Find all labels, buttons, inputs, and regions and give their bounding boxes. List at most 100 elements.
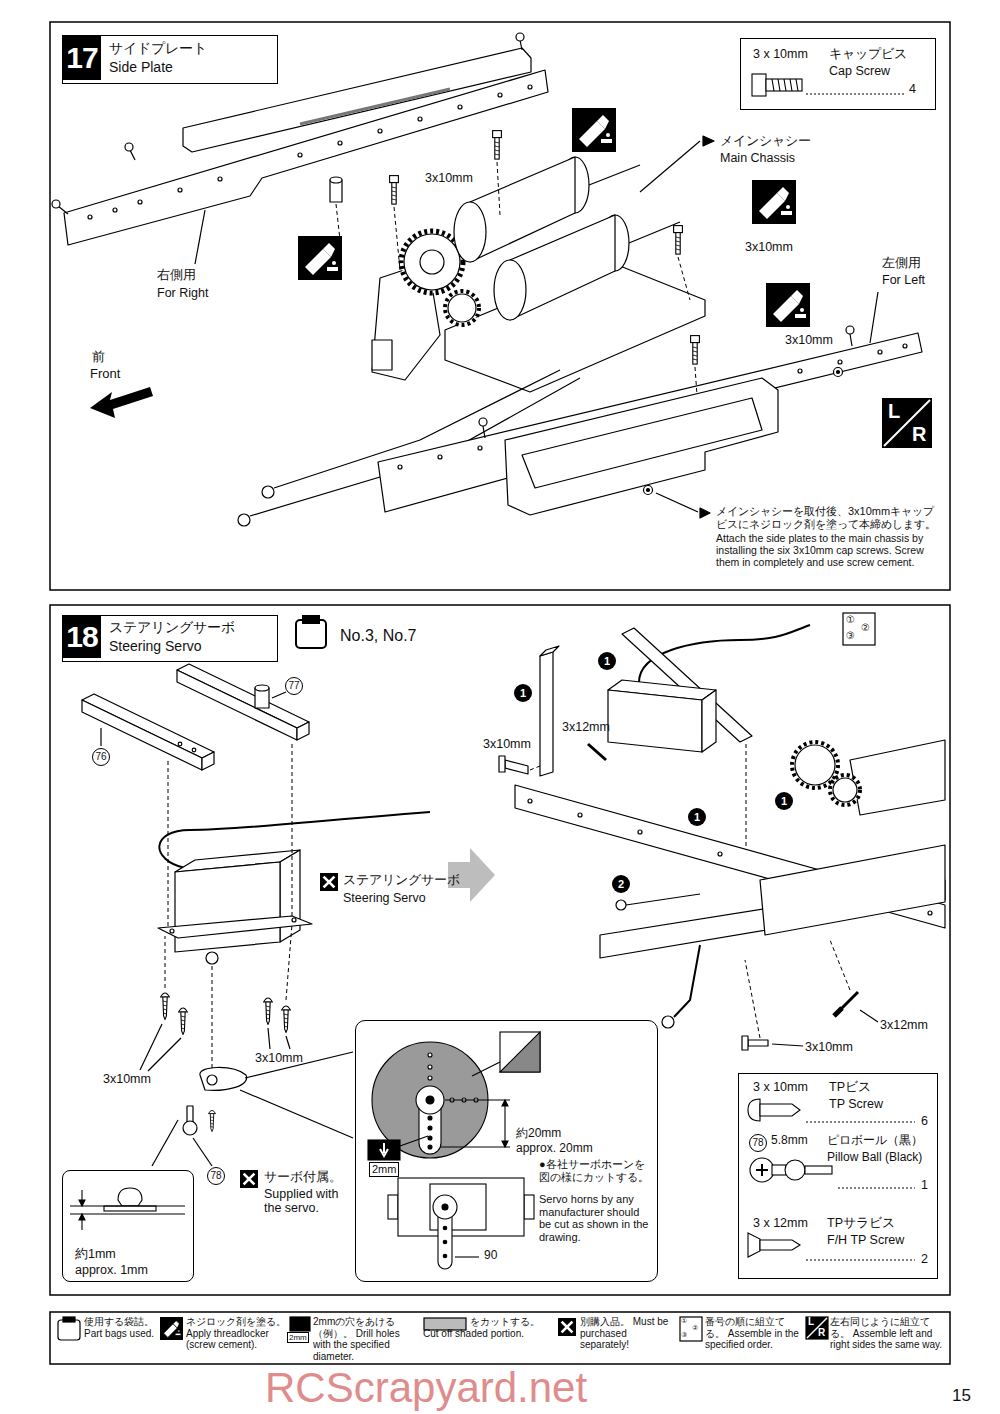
right-side-plate (418, 117, 422, 121)
left-side-plate (837, 371, 840, 374)
servo-horn-detail (443, 1240, 447, 1244)
part-name: TPサラビス (827, 1216, 895, 1230)
dashed-guide (212, 966, 213, 1068)
order-digit: ① (681, 1317, 687, 1325)
dashed-guide (168, 758, 169, 926)
servo-horn-detail (428, 1145, 432, 1149)
part-size: 5.8mm (771, 1134, 808, 1148)
part-name: F/H TP Screw (827, 1233, 904, 1247)
part-name: Main Chassis (720, 151, 795, 165)
right-side-plate (378, 129, 382, 133)
mounted-servo (834, 1008, 842, 1016)
right-side-plate (338, 141, 342, 145)
servo-horn-detail (502, 1100, 508, 1106)
servo-mount-bars (100, 728, 101, 746)
right-side-plate (178, 188, 182, 192)
servo-horn-detail (426, 1096, 434, 1104)
left-side-plate (479, 418, 487, 426)
left-side-plate (846, 326, 854, 334)
height-detail (70, 1205, 185, 1206)
left-side-plate (656, 493, 698, 512)
servo-mount-bars (177, 664, 309, 728)
left-side-plate (378, 292, 922, 518)
panel-frame (50, 605, 950, 1295)
right-side-plate (330, 177, 342, 183)
mounted-servo (850, 740, 945, 815)
dashed-guide (292, 742, 293, 916)
part-name: TPビス (829, 1080, 871, 1094)
left-side-plate (522, 398, 762, 488)
mounted-servo (760, 845, 945, 935)
dashed-guide (530, 766, 540, 770)
front-arrow (90, 387, 153, 418)
parts-icon (760, 1240, 800, 1250)
part-name: Cap Screw (829, 64, 890, 78)
dimension: 約1mm (75, 1247, 116, 1261)
servo-mount-bars (297, 722, 309, 740)
chassis-motors (445, 291, 479, 325)
chassis-motors (589, 165, 640, 185)
parts-bag-icon (296, 616, 326, 648)
left-side-plate (850, 334, 852, 346)
steering-servo (240, 1090, 353, 1138)
legend-icon (680, 1317, 702, 1341)
order-digit: ③ (681, 1331, 687, 1339)
mounted-servo (772, 1044, 803, 1046)
steering-servo (193, 1138, 212, 1166)
mounted-servo (833, 778, 857, 802)
mounted-servo (748, 1040, 768, 1046)
part-quantity: 1 (921, 1178, 928, 1192)
threadlocker-icon (572, 108, 616, 152)
mounted-servo (702, 690, 716, 752)
mounted-servo (830, 775, 860, 805)
parts-bag-icon (303, 616, 319, 623)
tapping-screw (282, 1006, 291, 1032)
part-name: 左側用 (882, 256, 921, 270)
left-right-icon (884, 400, 930, 446)
steering-servo (208, 1110, 215, 1131)
mounted-servo (795, 745, 835, 785)
right-side-plate (58, 206, 68, 214)
tapping-screw (161, 993, 170, 1019)
left-side-plate (903, 344, 907, 348)
servo-horn-detail (502, 1141, 508, 1147)
right-side-plate (113, 208, 117, 212)
left-side-plate (644, 486, 653, 495)
servo-horn-detail (472, 1062, 500, 1076)
mounted-servo (578, 813, 582, 817)
parts-bag-icon (296, 620, 326, 648)
steering-servo (268, 1028, 270, 1049)
dashed-guide (746, 744, 747, 856)
right-side-plate (498, 93, 502, 97)
left-side-plate (798, 369, 802, 373)
servo-horn-detail (380, 1143, 388, 1156)
order-icon (843, 613, 875, 645)
mounted-servo (540, 646, 559, 656)
chassis-motors (640, 141, 700, 192)
dashed-guide (745, 960, 760, 1038)
left-side-plate (505, 378, 778, 515)
servo-horn-detail (368, 1140, 400, 1160)
left-side-plate (483, 426, 485, 438)
servo-mount-bars (82, 664, 309, 770)
steering-servo (206, 952, 218, 964)
servo-horn-detail (500, 1032, 540, 1072)
part-name: TP Screw (829, 1097, 883, 1111)
chassis-motors (454, 202, 486, 262)
step-header: 17サイドプレートSide Plate (62, 35, 278, 84)
step-header: 18ステアリングサーボSteering Servo (62, 615, 278, 662)
servo-horn-detail (440, 1146, 510, 1147)
screw-size: 3 x 12mm (753, 1216, 808, 1230)
mounted-servo (928, 911, 932, 915)
servo-mount-bars (82, 700, 202, 770)
chassis-motors (510, 215, 615, 320)
screw-size: 3x10mm (785, 333, 833, 347)
cap-screw (390, 131, 700, 365)
legend-text: をカットする。 Cut off shaded portion. (423, 1316, 555, 1339)
assembly-note: Attach the side plates to the main chass… (716, 532, 942, 568)
screw-size: 3x10mm (483, 737, 531, 751)
parts-icon (756, 1164, 768, 1176)
mounted-servo (742, 1036, 748, 1050)
detail-inset: 約1mmapprox. 1mm (62, 1170, 194, 1282)
chassis-motors (404, 234, 460, 290)
